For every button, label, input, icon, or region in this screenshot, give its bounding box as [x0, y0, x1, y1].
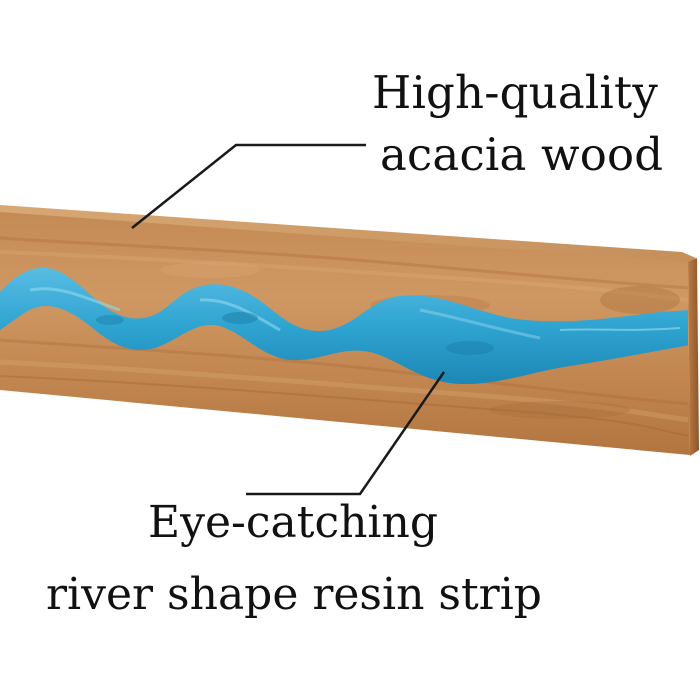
wood-callout-line — [131, 143, 366, 229]
resin-callout-line — [246, 371, 446, 496]
wood-grain — [0, 236, 688, 437]
river-resin-strip — [0, 267, 688, 385]
resin-river-shape — [0, 267, 688, 385]
board-top-face — [0, 205, 696, 264]
resin-callout-line2: river shape resin strip — [46, 569, 542, 620]
board-end-face — [688, 258, 699, 456]
wood-callout-line1: High-quality — [372, 66, 658, 119]
resin-callout-line1: Eye-catching — [148, 497, 438, 548]
wood-callout-line2: acacia wood — [380, 128, 664, 181]
